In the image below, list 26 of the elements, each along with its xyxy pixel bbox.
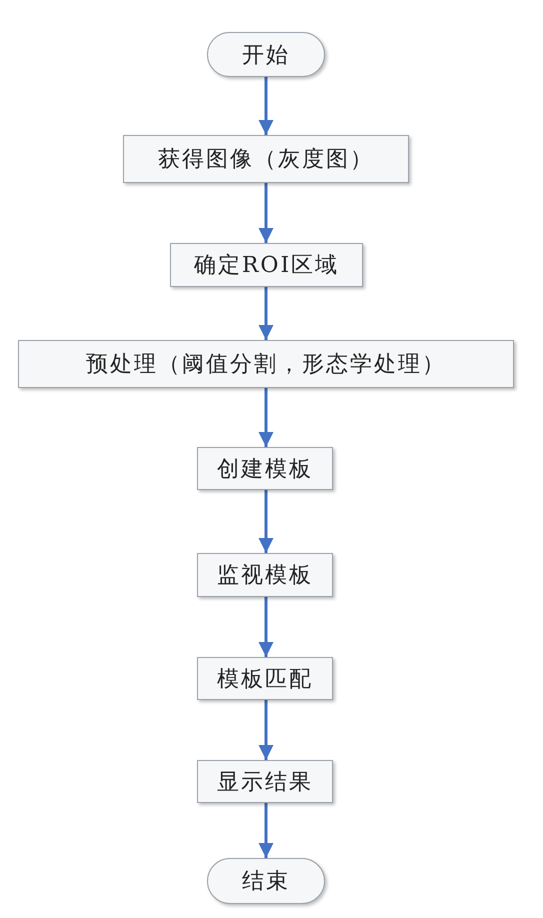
arrow xyxy=(258,77,274,135)
terminal-pill xyxy=(207,32,325,77)
arrow xyxy=(258,490,274,553)
arrow xyxy=(258,700,274,760)
process-box xyxy=(197,447,333,490)
arrow xyxy=(258,183,274,243)
arrow xyxy=(258,597,274,657)
terminal-pill xyxy=(207,858,325,904)
arrow xyxy=(258,287,274,340)
node-label: 预处理（阈值分割，形态学处理） xyxy=(86,351,446,379)
process-box xyxy=(18,340,514,388)
arrow xyxy=(258,803,274,858)
process-box xyxy=(123,135,409,183)
process-box xyxy=(170,243,363,287)
node-label: 模板匹配 xyxy=(217,666,313,694)
node-label: 确定ROI区域 xyxy=(194,252,340,280)
node-label: 获得图像（灰度图） xyxy=(158,146,374,174)
node-label: 显示结果 xyxy=(217,768,313,796)
process-box xyxy=(197,760,333,803)
node-label: 结束 xyxy=(242,868,290,896)
arrow xyxy=(258,388,274,447)
node-label: 开始 xyxy=(242,42,290,70)
node-label: 创建模板 xyxy=(217,456,313,484)
node-label: 监视模板 xyxy=(217,562,313,590)
process-box xyxy=(197,657,333,700)
process-box xyxy=(197,553,333,597)
